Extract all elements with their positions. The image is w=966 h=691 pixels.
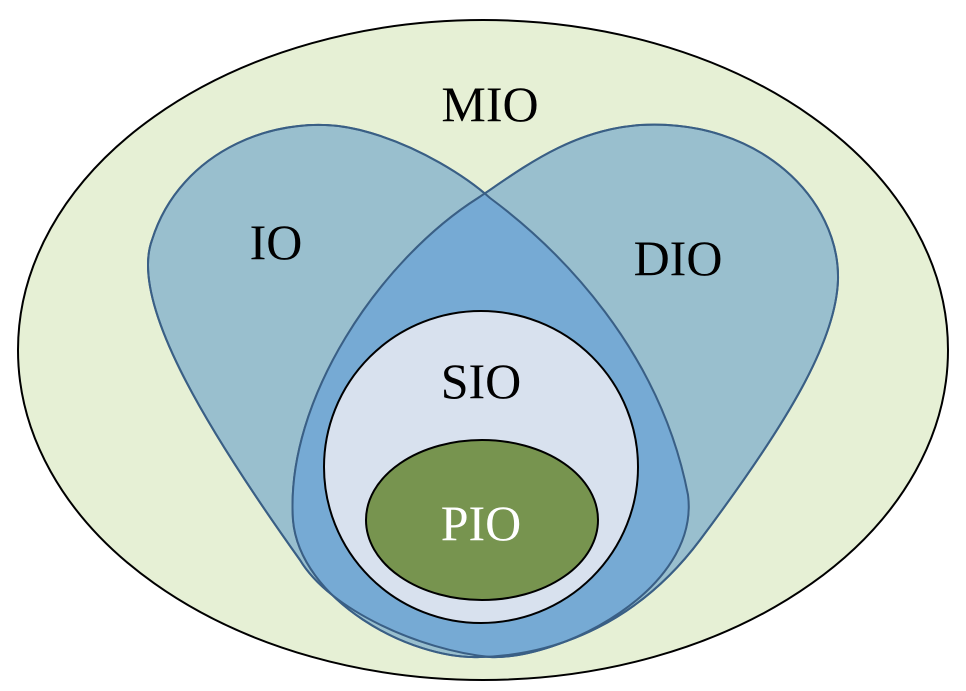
mio-label: MIO [441, 76, 538, 132]
pio-region [365, 439, 599, 601]
io-label: IO [250, 214, 303, 270]
dio-outline [291, 123, 840, 659]
pio-label: PIO [441, 495, 522, 551]
io-outline [147, 123, 690, 659]
sio-label: SIO [441, 353, 522, 409]
dio-label: DIO [634, 230, 723, 286]
